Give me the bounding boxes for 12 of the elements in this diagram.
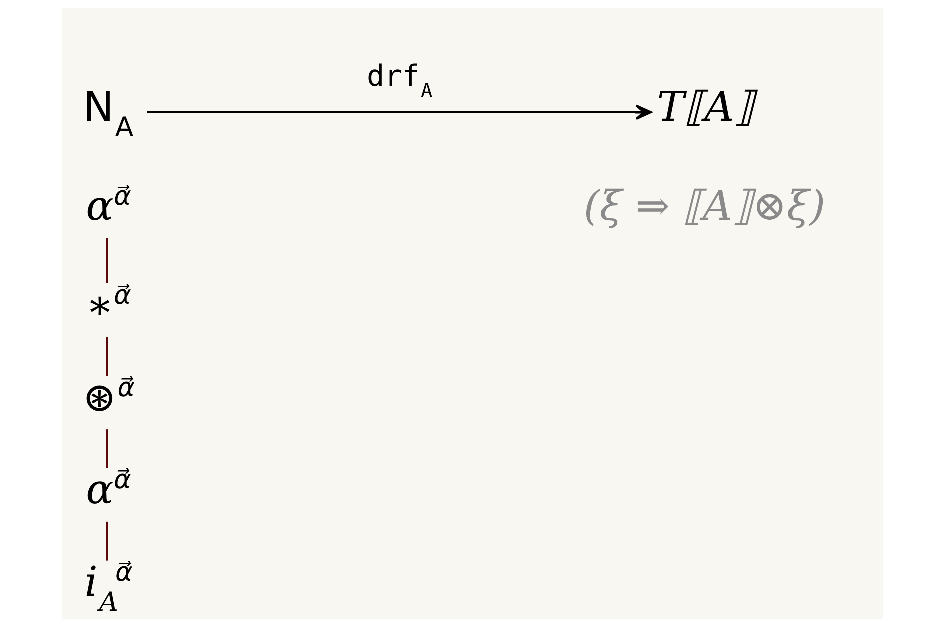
connector bbox=[106, 430, 108, 468]
node-text: ⊛$^{α⃗}$ bbox=[82, 373, 136, 422]
node-text: α$^{α⃗}$ bbox=[86, 182, 132, 230]
node-text: ∗$^{α⃗}$ bbox=[86, 280, 132, 329]
arrow bbox=[147, 104, 652, 120]
label: (ξ ⇒ ⟦A⟧⊗ξ) bbox=[584, 182, 826, 230]
connector bbox=[106, 238, 108, 284]
connector bbox=[106, 522, 108, 561]
node-text: N$_{A}$ bbox=[83, 83, 134, 144]
connector bbox=[106, 337, 108, 376]
node-text: α$^{α⃗}$ bbox=[86, 466, 132, 514]
edge-label: drf$_{A}$ bbox=[366, 59, 433, 102]
